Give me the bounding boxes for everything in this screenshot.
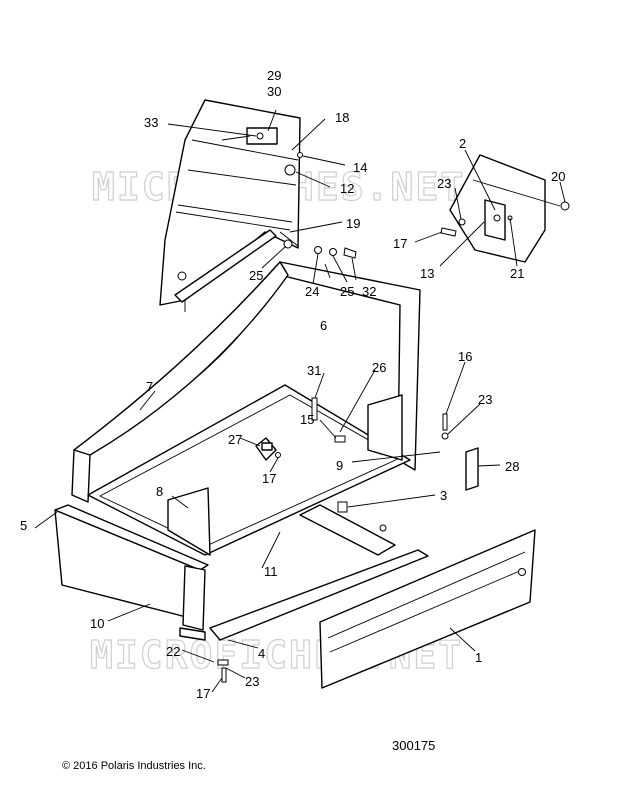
part-28	[465, 447, 479, 491]
callout-11: 11	[264, 564, 278, 579]
callout-30: 30	[267, 84, 281, 99]
callout-5: 5	[20, 518, 27, 533]
callout-3: 3	[440, 488, 447, 503]
callout-28: 28	[505, 459, 519, 474]
callout-25-right: 25	[340, 284, 354, 299]
callout-25-left: 25	[249, 268, 263, 283]
callout-9: 9	[336, 458, 343, 473]
callout-12: 12	[340, 181, 354, 196]
callout-20: 20	[551, 169, 565, 184]
callout-33: 33	[144, 115, 158, 130]
cargo-box-assembly	[54, 261, 536, 689]
figure-number: 300175	[392, 738, 436, 753]
callout-17-top: 17	[393, 236, 407, 251]
callout-17-bottom: 17	[196, 686, 210, 701]
callout-4: 4	[258, 646, 265, 661]
callout-17-mid: 17	[262, 471, 276, 486]
callout-6: 6	[320, 318, 327, 333]
callout-1: 1	[475, 650, 482, 665]
copyright-notice: © 2016 Polaris Industries Inc.	[62, 760, 206, 772]
callout-23-top: 23	[437, 176, 451, 191]
callout-29: 29	[267, 68, 281, 83]
callout-23-bottom: 23	[245, 674, 259, 689]
callout-14: 14	[353, 160, 367, 175]
callout-18: 18	[335, 110, 349, 125]
rear-bracket-assembly	[440, 154, 570, 263]
side-panel-assembly	[159, 99, 357, 312]
callout-32: 32	[362, 284, 376, 299]
corner-bracket-8	[167, 487, 211, 556]
callout-8: 8	[156, 484, 163, 499]
callout-21: 21	[510, 266, 524, 281]
corner-bracket-9	[367, 394, 403, 461]
callout-13: 13	[420, 266, 434, 281]
callout-26: 26	[372, 360, 386, 375]
callout-7: 7	[146, 379, 153, 394]
leader-lines	[34, 109, 566, 693]
knob-12	[284, 164, 296, 176]
callout-23-mid: 23	[478, 392, 492, 407]
callout-22: 22	[166, 644, 180, 659]
callout-31: 31	[307, 363, 321, 378]
callout-27: 27	[228, 432, 242, 447]
callout-10: 10	[90, 616, 104, 631]
callout-15: 15	[300, 412, 314, 427]
callout-numbers: 29 30 33 18 14 12 19 25 24 25 32 2 20 23…	[20, 68, 565, 701]
callout-19: 19	[346, 216, 360, 231]
callout-24: 24	[305, 284, 319, 299]
callout-16: 16	[458, 349, 472, 364]
callout-2: 2	[459, 136, 466, 151]
